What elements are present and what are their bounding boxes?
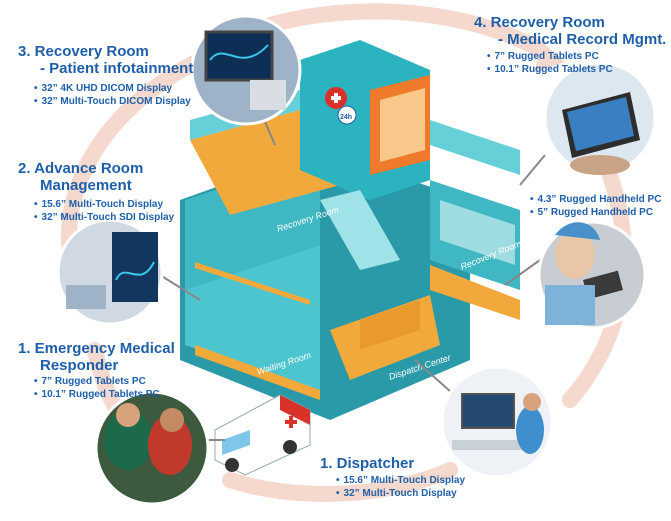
building: [180, 40, 520, 420]
list-item: 32” Multi-Touch SDI Display: [34, 211, 175, 224]
photo-dispatcher: [440, 365, 554, 479]
list-item: 32” 4K UHD DICOM Display: [34, 82, 173, 95]
list-item: 7” Rugged Tablets PC: [34, 375, 146, 388]
list-item: 7” Rugged Tablets PC: [487, 50, 599, 63]
ambulance-illustration: [214, 394, 311, 476]
list-item: 10.1” Rugged Tablets PC: [34, 388, 160, 401]
section-title-advance-room: 2. Advance Room Management: [18, 160, 144, 194]
photo-infotainment: [190, 14, 302, 126]
section-title-medical-record: 4. Recovery Room - Medical Record Mgmt.: [474, 14, 667, 48]
list-item: 32” Multi-Touch DICOM Display: [34, 95, 191, 108]
photo-emergency: [94, 390, 210, 506]
list-item: 15.6” Multi-Touch Display: [34, 198, 164, 211]
connector-lines: [159, 109, 546, 441]
list-item: 15.6” Multi-Touch Display: [336, 474, 466, 487]
section-title-emergency: 1. Emergency Medical Responder: [18, 340, 175, 374]
list-item: 10.1” Rugged Tablets PC: [487, 63, 613, 76]
list-item: 5” Rugged Handheld PC: [530, 206, 654, 219]
section-title-dispatcher: 1. Dispatcher: [320, 455, 415, 472]
photo-advance-room: [56, 218, 164, 326]
photo-medical-record: [543, 61, 657, 175]
photo-handheld: [537, 220, 647, 330]
section-title-infotainment: 3. Recovery Room - Patient infotainment: [18, 43, 194, 77]
list-item: 4.3” Rugged Handheld PC: [530, 193, 662, 206]
sign-24h: 24h: [340, 114, 352, 121]
list-item: 32” Multi-Touch Display: [336, 487, 457, 500]
